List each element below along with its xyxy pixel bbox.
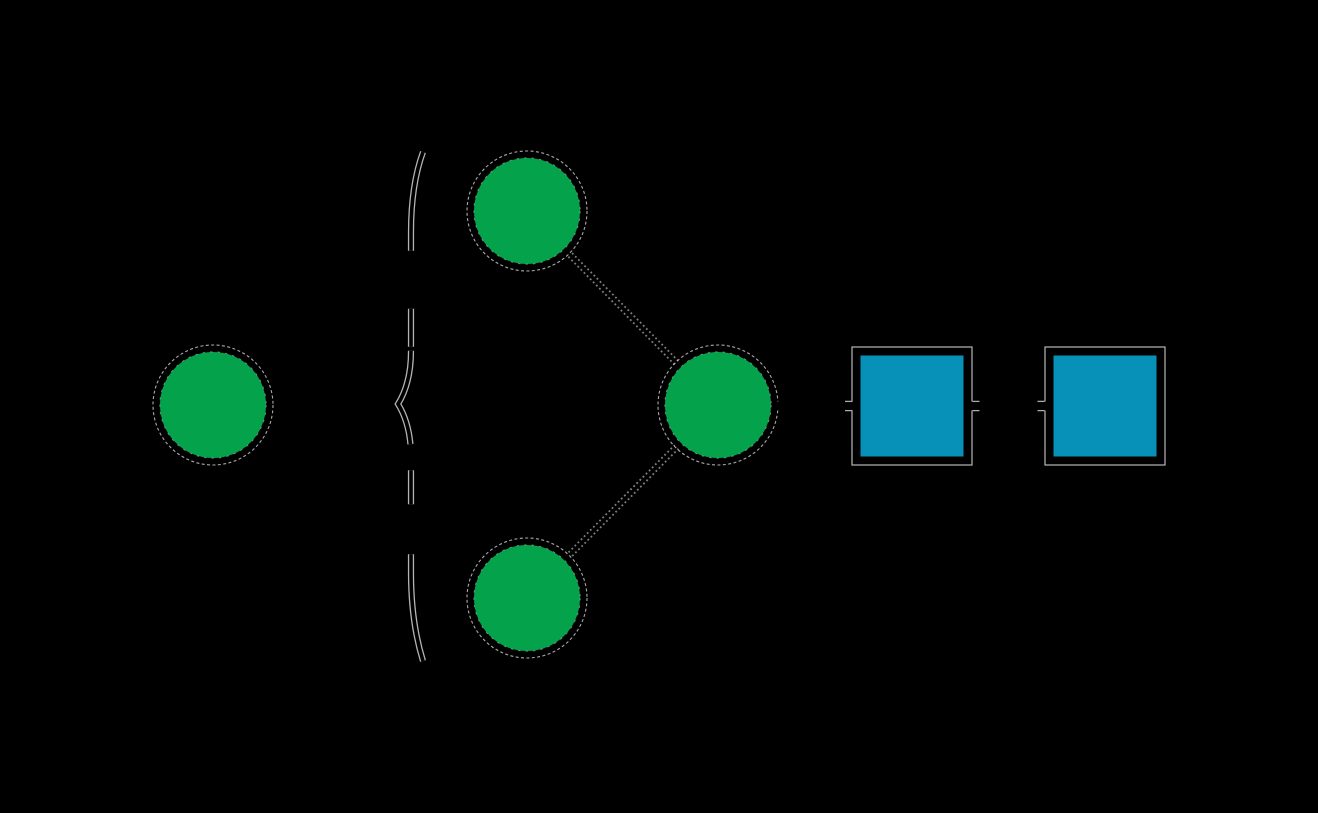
node-inner-halo [473, 157, 581, 265]
factor-square [1053, 355, 1157, 457]
node-outer-halo [152, 344, 274, 466]
graph-node [474, 158, 580, 264]
graph-node [665, 352, 771, 458]
node-inner-halo [159, 351, 267, 459]
curly-brace [395, 151, 425, 662]
node-outer-halo [466, 537, 588, 659]
node-inner-halo [473, 544, 581, 652]
graph-node [160, 352, 266, 458]
node-outer-halo [466, 150, 588, 272]
graph-node [474, 545, 580, 651]
factor-square [860, 355, 964, 457]
node-inner-halo [664, 351, 772, 459]
